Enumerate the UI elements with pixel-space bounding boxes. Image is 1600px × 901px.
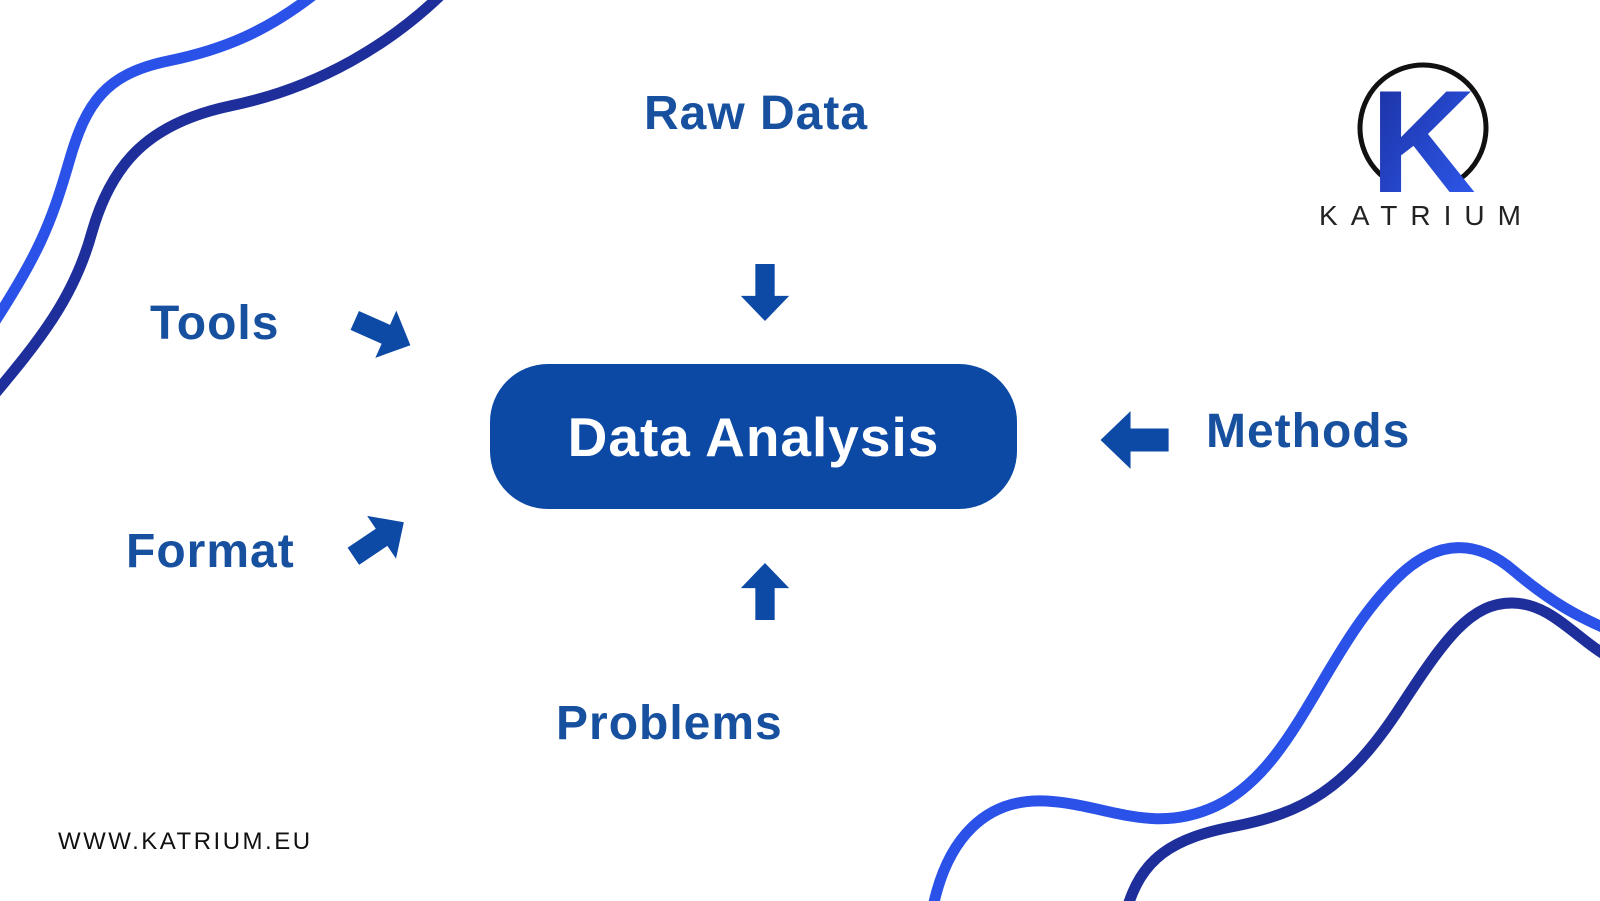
arrow-right-down-icon bbox=[350, 306, 414, 360]
top-left-wave-light bbox=[0, 0, 316, 324]
node-methods: Methods bbox=[1206, 405, 1411, 458]
arrow-left-icon bbox=[1096, 410, 1172, 470]
arrow-down-icon bbox=[736, 264, 794, 322]
node-tools: Tools bbox=[150, 297, 280, 350]
bottom-right-wave-dark bbox=[1123, 597, 1600, 901]
data-analysis-box: Data Analysis bbox=[490, 364, 1017, 509]
bottom-right-wave-light bbox=[928, 542, 1600, 901]
data-analysis-label: Data Analysis bbox=[567, 405, 940, 468]
arrow-up-right-icon bbox=[347, 512, 410, 566]
website-url: WWW.KATRIUM.EU bbox=[58, 828, 313, 855]
node-problems: Problems bbox=[556, 697, 783, 750]
logo-wordmark: KATRIUM bbox=[1319, 200, 1534, 231]
node-format: Format bbox=[126, 525, 295, 578]
node-raw-data: Raw Data bbox=[643, 87, 869, 140]
arrow-up-icon bbox=[736, 562, 794, 620]
katrium-logo: K bbox=[1357, 60, 1489, 218]
logo-k-icon: K bbox=[1370, 60, 1475, 218]
